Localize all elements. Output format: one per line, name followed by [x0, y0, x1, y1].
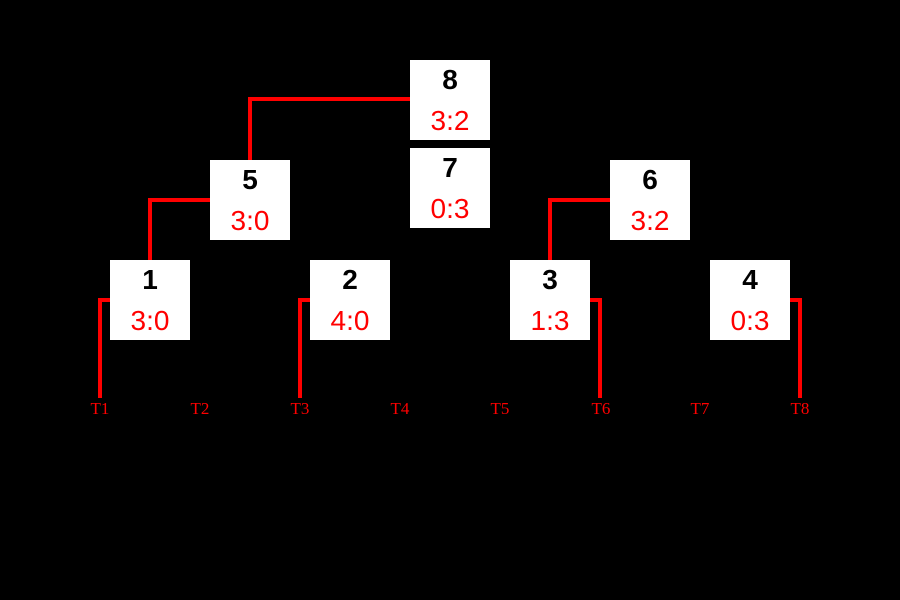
team-label-t3: T3 — [290, 399, 310, 418]
connector-match6-match3-vertical — [548, 198, 552, 260]
match-box-3: 3 1:3 — [510, 260, 590, 340]
connector-match4-team8-horizontal — [790, 298, 802, 302]
match-score: 3:0 — [230, 205, 270, 236]
connector-match5-match1-horizontal — [148, 198, 210, 202]
match-number: 1 — [142, 264, 158, 295]
connector-match6-match3-horizontal — [548, 198, 610, 202]
connector-match5-match1-vertical — [148, 198, 152, 260]
match-number: 3 — [542, 264, 558, 295]
match-score: 0:3 — [730, 305, 770, 336]
match-score: 0:3 — [430, 193, 470, 224]
connector-match8-match5-horizontal — [248, 97, 410, 101]
match-score: 3:2 — [430, 105, 470, 136]
connector-match8-match5-vertical — [248, 97, 252, 160]
match-box-1: 1 3:0 — [110, 260, 190, 340]
match-box-8: 8 3:2 — [410, 60, 490, 140]
connector-match2-team3-horizontal — [298, 298, 310, 302]
match-number: 5 — [242, 164, 258, 195]
connector-match1-team1-vertical — [98, 298, 102, 398]
match-score: 3:0 — [130, 305, 170, 336]
team-label-t5: T5 — [490, 399, 510, 418]
match-score: 1:3 — [530, 305, 570, 336]
connector-match4-team8-vertical — [798, 298, 802, 398]
match-box-6: 6 3:2 — [610, 160, 690, 240]
team-label-t6: T6 — [591, 399, 611, 418]
match-box-2: 2 4:0 — [310, 260, 390, 340]
connector-match1-team1-horizontal — [98, 298, 110, 302]
match-box-5: 5 3:0 — [210, 160, 290, 240]
team-label-t7: T7 — [690, 399, 710, 418]
connector-match3-team6-vertical — [598, 298, 602, 398]
connector-match2-team3-vertical — [298, 298, 302, 398]
team-label-t4: T4 — [390, 399, 410, 418]
team-label-t1: T1 — [90, 399, 110, 418]
connector-match3-team6-horizontal — [590, 298, 602, 302]
match-number: 7 — [442, 152, 458, 183]
match-box-7: 7 0:3 — [410, 148, 490, 228]
team-label-t2: T2 — [190, 399, 210, 418]
match-number: 6 — [642, 164, 658, 195]
match-score: 4:0 — [330, 305, 370, 336]
match-number: 4 — [742, 264, 758, 295]
match-score: 3:2 — [630, 205, 670, 236]
match-box-4: 4 0:3 — [710, 260, 790, 340]
match-number: 2 — [342, 264, 358, 295]
team-label-t8: T8 — [790, 399, 810, 418]
match-number: 8 — [442, 64, 458, 95]
